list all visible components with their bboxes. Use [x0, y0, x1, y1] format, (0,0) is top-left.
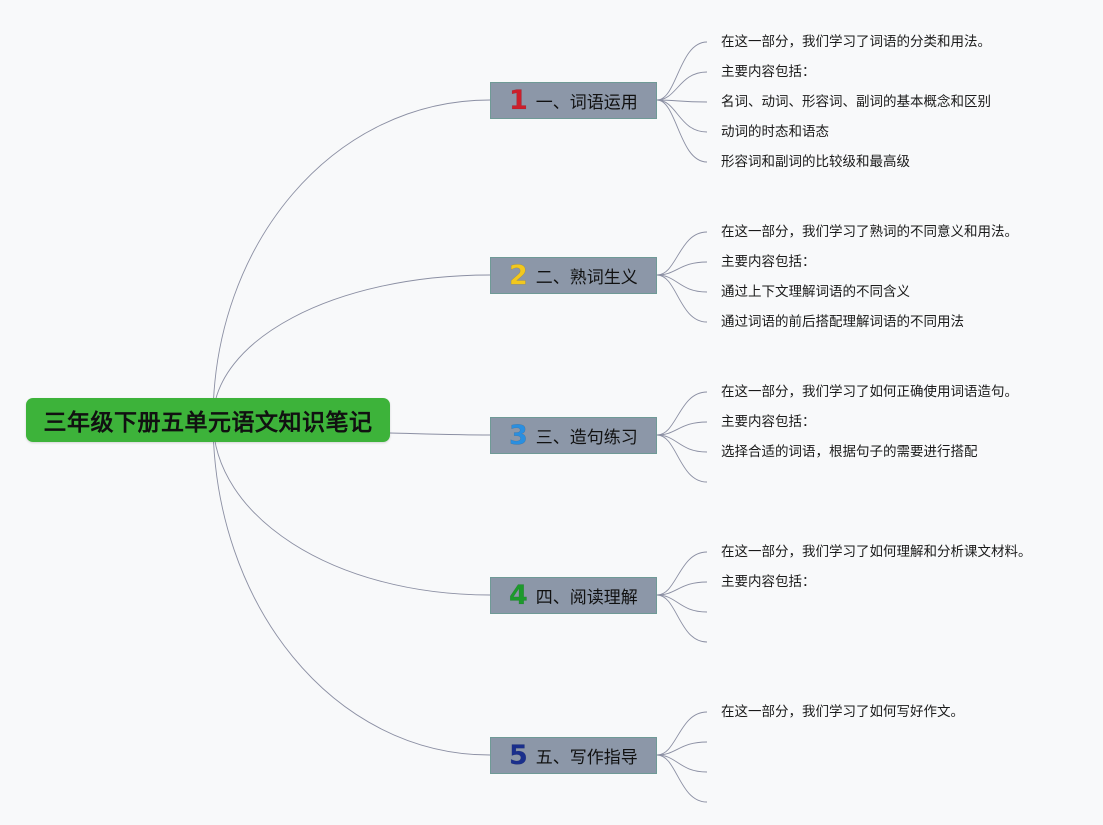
- branch-topic-3[interactable]: 3 三、造句练习: [490, 417, 657, 454]
- root-branch-link: [212, 419, 491, 756]
- branch-number-5: 5: [509, 740, 528, 771]
- branch-topic-1[interactable]: 1 一、词语运用: [490, 82, 657, 119]
- branch-leaf-link: [656, 274, 708, 323]
- branch-number-4: 4: [509, 580, 528, 611]
- branch-leaf-link: [656, 754, 708, 803]
- branch-leaf-link: [656, 99, 708, 163]
- branch-label: 一、词语运用: [535, 93, 638, 113]
- branch-leaf-link: [656, 274, 708, 293]
- root-topic[interactable]: 三年级下册五单元语文知识笔记: [26, 398, 390, 442]
- branch-leaf-link: [656, 41, 708, 101]
- leaf-text[interactable]: 在这一部分，我们学习了如何理解和分析课文材料。: [721, 544, 1032, 560]
- branch-leaf-link: [656, 434, 708, 453]
- root-branch-link: [212, 274, 491, 421]
- branch-label: 二、熟词生义: [535, 268, 638, 288]
- branch-leaf-link: [656, 711, 708, 756]
- leaf-text[interactable]: 通过词语的前后搭配理解词语的不同用法: [721, 314, 964, 330]
- branch-leaf-link: [656, 594, 708, 613]
- branch-leaf-link: [656, 99, 708, 133]
- leaf-text[interactable]: 形容词和副词的比较级和最高级: [721, 154, 910, 170]
- branch-topic-4[interactable]: 4 四、阅读理解: [490, 577, 657, 614]
- leaf-text[interactable]: 在这一部分，我们学习了如何写好作文。: [721, 704, 964, 720]
- leaf-text[interactable]: 主要内容包括：: [721, 574, 816, 590]
- leaf-text[interactable]: 主要内容包括：: [721, 254, 816, 270]
- leaf-text[interactable]: 在这一部分，我们学习了如何正确使用词语造句。: [721, 384, 1018, 400]
- branch-label: 三、造句练习: [535, 428, 638, 448]
- branch-label: 四、阅读理解: [535, 588, 638, 608]
- branch-leaf-link: [656, 434, 708, 483]
- branch-topic-2[interactable]: 2 二、熟词生义: [490, 257, 657, 294]
- leaf-text[interactable]: 通过上下文理解词语的不同含义: [721, 284, 910, 300]
- leaf-text[interactable]: 动词的时态和语态: [721, 124, 829, 140]
- branch-leaf-link: [656, 754, 708, 773]
- root-branch-link: [212, 99, 491, 421]
- branch-topic-5[interactable]: 5 五、写作指导: [490, 737, 657, 774]
- branch-leaf-link: [656, 261, 708, 276]
- branch-leaf-link: [656, 231, 708, 276]
- leaf-text[interactable]: 在这一部分，我们学习了熟词的不同意义和用法。: [721, 224, 1018, 240]
- branch-leaf-link: [656, 581, 708, 596]
- branch-leaf-link: [656, 551, 708, 596]
- leaf-text[interactable]: 主要内容包括：: [721, 414, 816, 430]
- branch-number-3: 3: [509, 420, 528, 451]
- leaf-text[interactable]: 在这一部分，我们学习了词语的分类和用法。: [721, 34, 991, 50]
- branch-leaf-link: [656, 594, 708, 643]
- branch-number-2: 2: [509, 260, 528, 291]
- branch-leaf-link: [656, 99, 708, 103]
- leaf-text[interactable]: 主要内容包括：: [721, 64, 816, 80]
- leaf-text[interactable]: 选择合适的词语，根据句子的需要进行搭配: [721, 444, 978, 460]
- root-branch-link: [389, 432, 491, 436]
- branch-label: 五、写作指导: [535, 748, 638, 768]
- root-branch-link: [212, 419, 491, 596]
- leaf-text[interactable]: 名词、动词、形容词、副词的基本概念和区别: [721, 94, 991, 110]
- branch-leaf-link: [656, 421, 708, 436]
- branch-number-1: 1: [509, 85, 528, 116]
- branch-leaf-link: [656, 391, 708, 436]
- branch-leaf-link: [656, 71, 708, 101]
- branch-leaf-link: [656, 741, 708, 756]
